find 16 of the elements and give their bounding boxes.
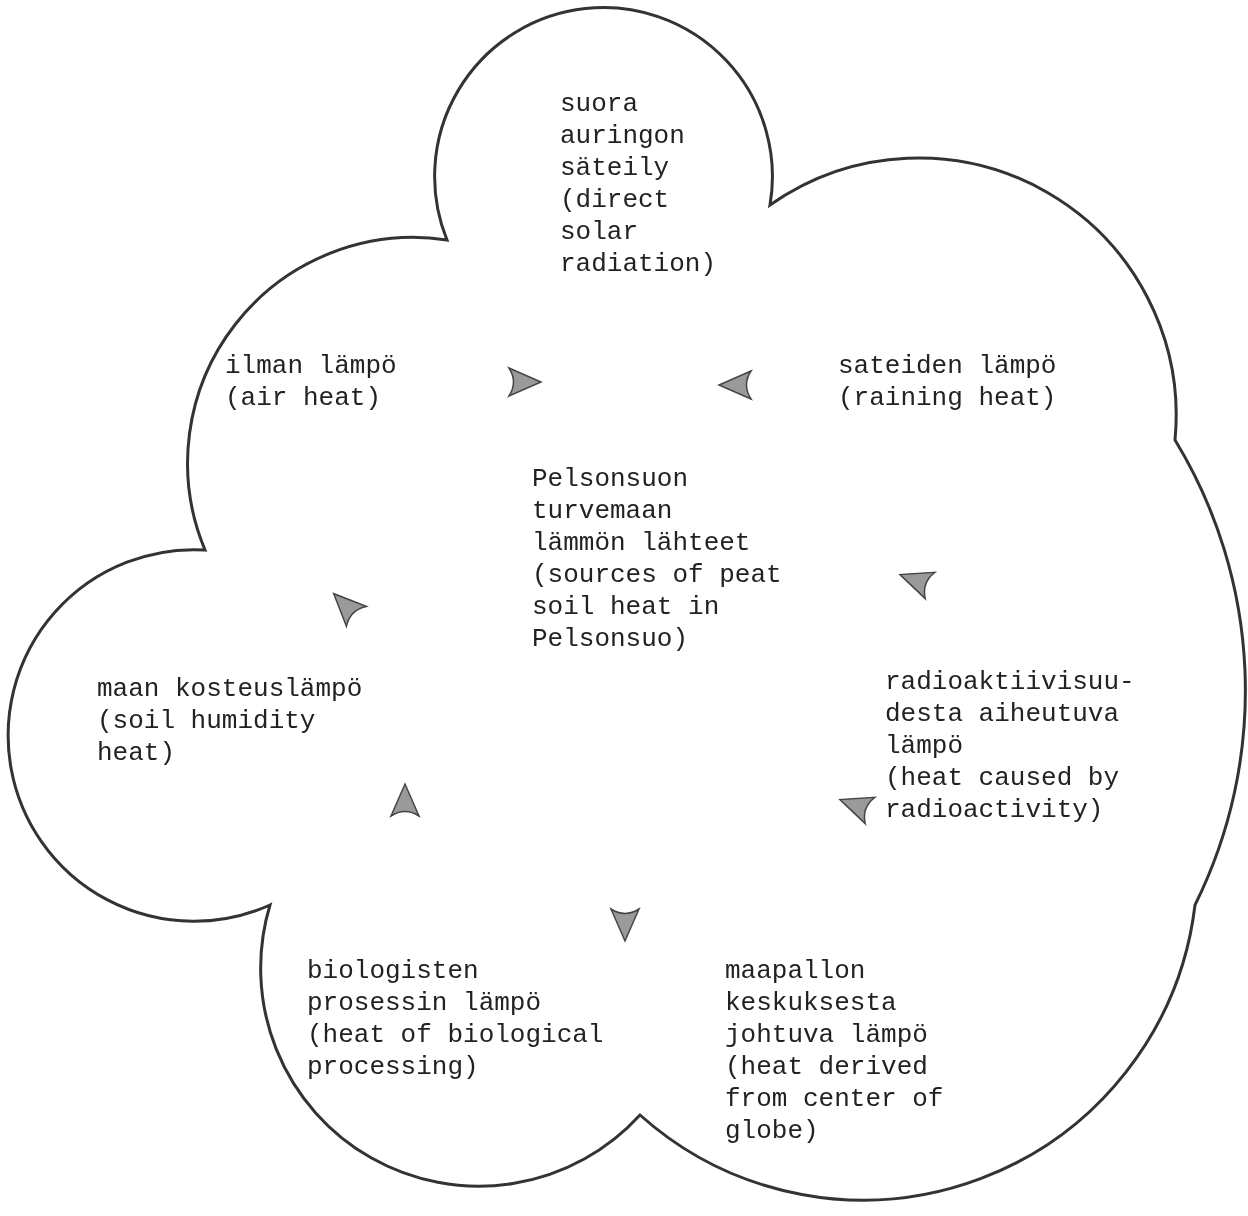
translation-text: (heat caused by radioactivity)	[885, 762, 1121, 826]
translation-text: (sources of peat soil heat in Pelsonsuo)	[532, 559, 783, 655]
label-text: ilman lämpö	[225, 350, 398, 382]
label-text: radioaktiivisuu-desta aiheutuva lämpö	[885, 666, 1136, 762]
label-text: suora auringon säteily	[560, 88, 686, 184]
label-text: biologisten prosessin lämpö	[307, 955, 543, 1019]
label-text: maapallon keskuksesta johtuva lämpö	[725, 955, 929, 1051]
translation-text: (direct solar radiation)	[560, 184, 718, 280]
label-text: sateiden lämpö	[838, 350, 1058, 382]
label-text: maan kosteuslämpö	[97, 673, 364, 705]
translation-text: (raining heat)	[838, 382, 1058, 414]
label-text: Pelsonsuon turvemaan lämmön lähteet	[532, 463, 752, 559]
translation-text: (heat derived from center of globe)	[725, 1051, 945, 1147]
translation-text: (heat of biological processing)	[307, 1019, 605, 1083]
translation-text: (air heat)	[225, 382, 383, 414]
translation-text: (soil humidity heat)	[97, 705, 317, 769]
